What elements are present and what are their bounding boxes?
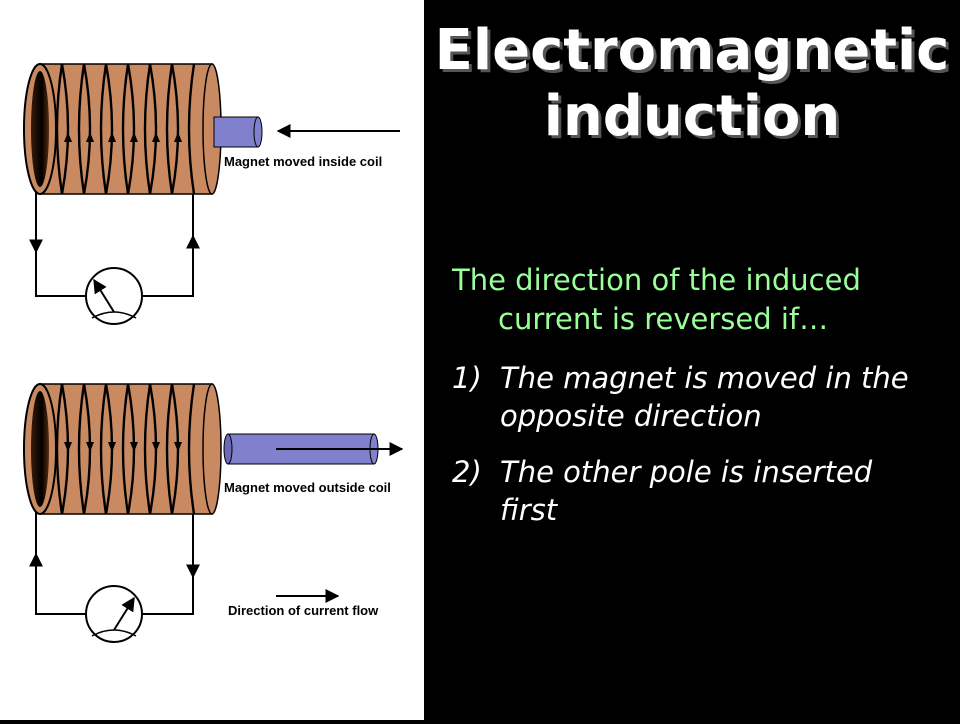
text-panel: Electromagnetic induction The direction … — [424, 0, 960, 720]
list-item-line-1: The magnet is moved in the — [500, 361, 909, 395]
galvanometer-needle — [93, 278, 115, 313]
lead-line-2: current is reversed if… — [498, 302, 829, 336]
title-line-1: Electromagnetic — [434, 18, 950, 83]
list-item-number: 1) — [452, 361, 482, 395]
galvanometer — [85, 585, 143, 643]
coil — [23, 383, 222, 515]
circuit-wire-left — [35, 190, 88, 297]
galvanometer — [85, 267, 143, 325]
label-magnet-inside: Magnet moved inside coil — [224, 154, 382, 169]
list-item: 2) The other pole is inserted first — [452, 453, 952, 529]
slide-title: Electromagnetic induction — [424, 18, 960, 150]
circuit-wire-right — [140, 510, 194, 615]
circuit-wire-left — [35, 510, 88, 615]
label-current-direction: Direction of current flow — [228, 603, 379, 618]
label-magnet-outside: Magnet moved outside coil — [224, 480, 391, 495]
coil — [23, 63, 222, 195]
list-item-line-2: opposite direction — [500, 399, 762, 433]
list-item: 1) The magnet is moved in the opposite d… — [452, 359, 952, 435]
lead-line-1: The direction of the induced — [452, 263, 861, 297]
coil-diagram-top: Magnet moved inside coil — [23, 63, 400, 325]
coil-diagram-bottom: Magnet moved outside coil Direction of c… — [23, 383, 404, 643]
lead-text: The direction of the induced current is … — [452, 261, 932, 339]
diagram-panel: Magnet moved inside coil — [0, 0, 424, 720]
induction-diagram: Magnet moved inside coil — [23, 63, 404, 643]
magnet — [213, 116, 263, 148]
title-line-2: induction — [543, 84, 841, 149]
list-item-number: 2) — [452, 455, 482, 489]
list-item-line-1: The other pole is inserted — [500, 455, 873, 489]
galvanometer-needle — [113, 596, 135, 631]
list-item-line-2: first — [500, 493, 558, 527]
circuit-wire-right — [140, 190, 194, 297]
